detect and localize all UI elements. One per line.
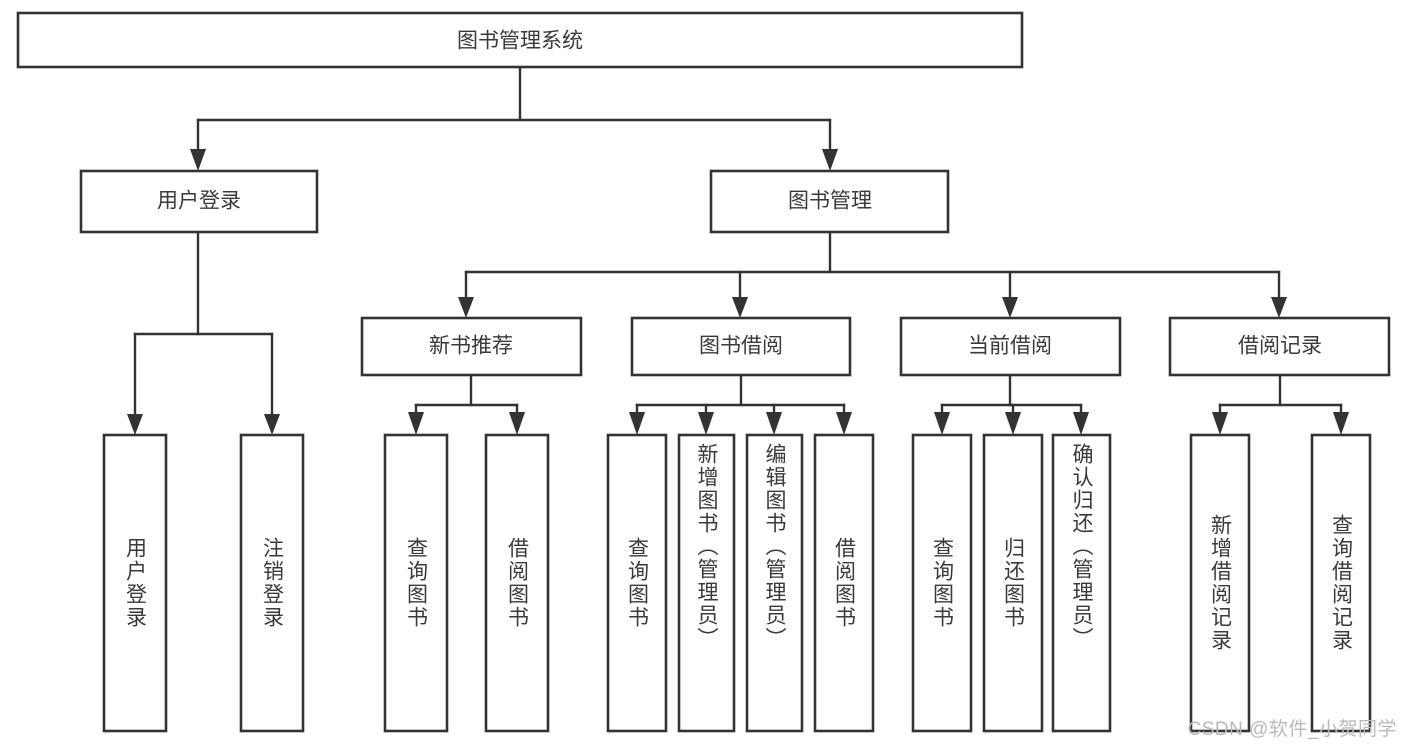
node-leaf-user-logout[interactable] — [239, 433, 305, 733]
arrowhead-nb-to-borrow-book — [509, 412, 525, 435]
node-leaf-edit-book[interactable] — [745, 433, 804, 733]
arrowhead-bb-to-edit-book — [766, 412, 782, 435]
node-current-borrow-label: 当前借阅 — [968, 335, 1052, 358]
node-leaf-user-login[interactable] — [102, 433, 168, 733]
node-new-book-recommend-label: 新书推荐 — [429, 335, 513, 358]
arrowhead-cb-to-confirm-return — [1073, 412, 1089, 435]
node-leaf-confirm-return[interactable] — [1051, 433, 1112, 733]
arrowhead-cb-to-query-book — [934, 412, 950, 435]
node-leaf-borrow-book-1[interactable] — [484, 433, 550, 733]
arrowhead-cb-to-return-book — [1005, 412, 1021, 435]
arrowhead-bb-to-query-book — [629, 412, 645, 435]
node-leaf-add-borrow-record[interactable] — [1189, 433, 1251, 733]
node-leaf-return-book[interactable] — [982, 433, 1044, 733]
arrowhead-br-to-add-record — [1212, 412, 1228, 435]
arrowhead-root-to-book-manage — [822, 149, 838, 171]
node-user-login-label: 用户登录 — [157, 190, 241, 213]
node-borrow-record-label: 借阅记录 — [1238, 335, 1322, 358]
node-book-manage-label: 图书管理 — [788, 190, 872, 213]
node-leaf-add-book[interactable] — [677, 433, 736, 733]
node-book-manage[interactable] — [709, 169, 950, 234]
arrowhead-ul-to-leaf-user-login — [127, 414, 143, 435]
node-borrow-record[interactable] — [1168, 316, 1391, 377]
node-root-label: 图书管理系统 — [457, 30, 583, 53]
arrowhead-bm-to-borrow-record — [1271, 297, 1287, 318]
node-current-borrow[interactable] — [899, 316, 1122, 377]
arrowhead-bm-to-book-borrow — [732, 297, 748, 318]
node-leaf-query-book-1[interactable] — [383, 433, 449, 733]
node-book-borrow-label: 图书借阅 — [699, 335, 783, 358]
arrowhead-br-to-query-record — [1333, 412, 1349, 435]
node-new-book-recommend[interactable] — [360, 316, 583, 377]
arrowhead-root-to-user-login — [190, 149, 206, 171]
edges-layer — [127, 65, 1349, 435]
node-leaf-query-book-3[interactable] — [911, 433, 973, 733]
arrowhead-bm-to-new-book — [458, 297, 474, 318]
node-leaf-query-book-2[interactable] — [606, 433, 668, 733]
node-leaf-borrow-book-2[interactable] — [813, 433, 875, 733]
node-book-borrow[interactable] — [630, 316, 852, 377]
arrowhead-bb-to-borrow-book — [836, 412, 852, 435]
node-user-login[interactable] — [79, 169, 319, 234]
csdn-watermark: CSDN @软件_小贺同学 — [1187, 719, 1397, 740]
arrowhead-bm-to-current-borrow — [1002, 297, 1018, 318]
arrowhead-nb-to-query-book — [408, 412, 424, 435]
nodes-layer: 图书管理系统 用户登录 图书管理 新书推荐 图书借阅 当前借阅 借阅记录 — [16, 11, 1391, 733]
arrowhead-bb-to-add-book — [698, 412, 714, 435]
node-root[interactable] — [16, 11, 1024, 69]
node-leaf-query-borrow-record[interactable] — [1310, 433, 1372, 733]
arrowhead-ul-to-leaf-user-logout — [264, 414, 280, 435]
